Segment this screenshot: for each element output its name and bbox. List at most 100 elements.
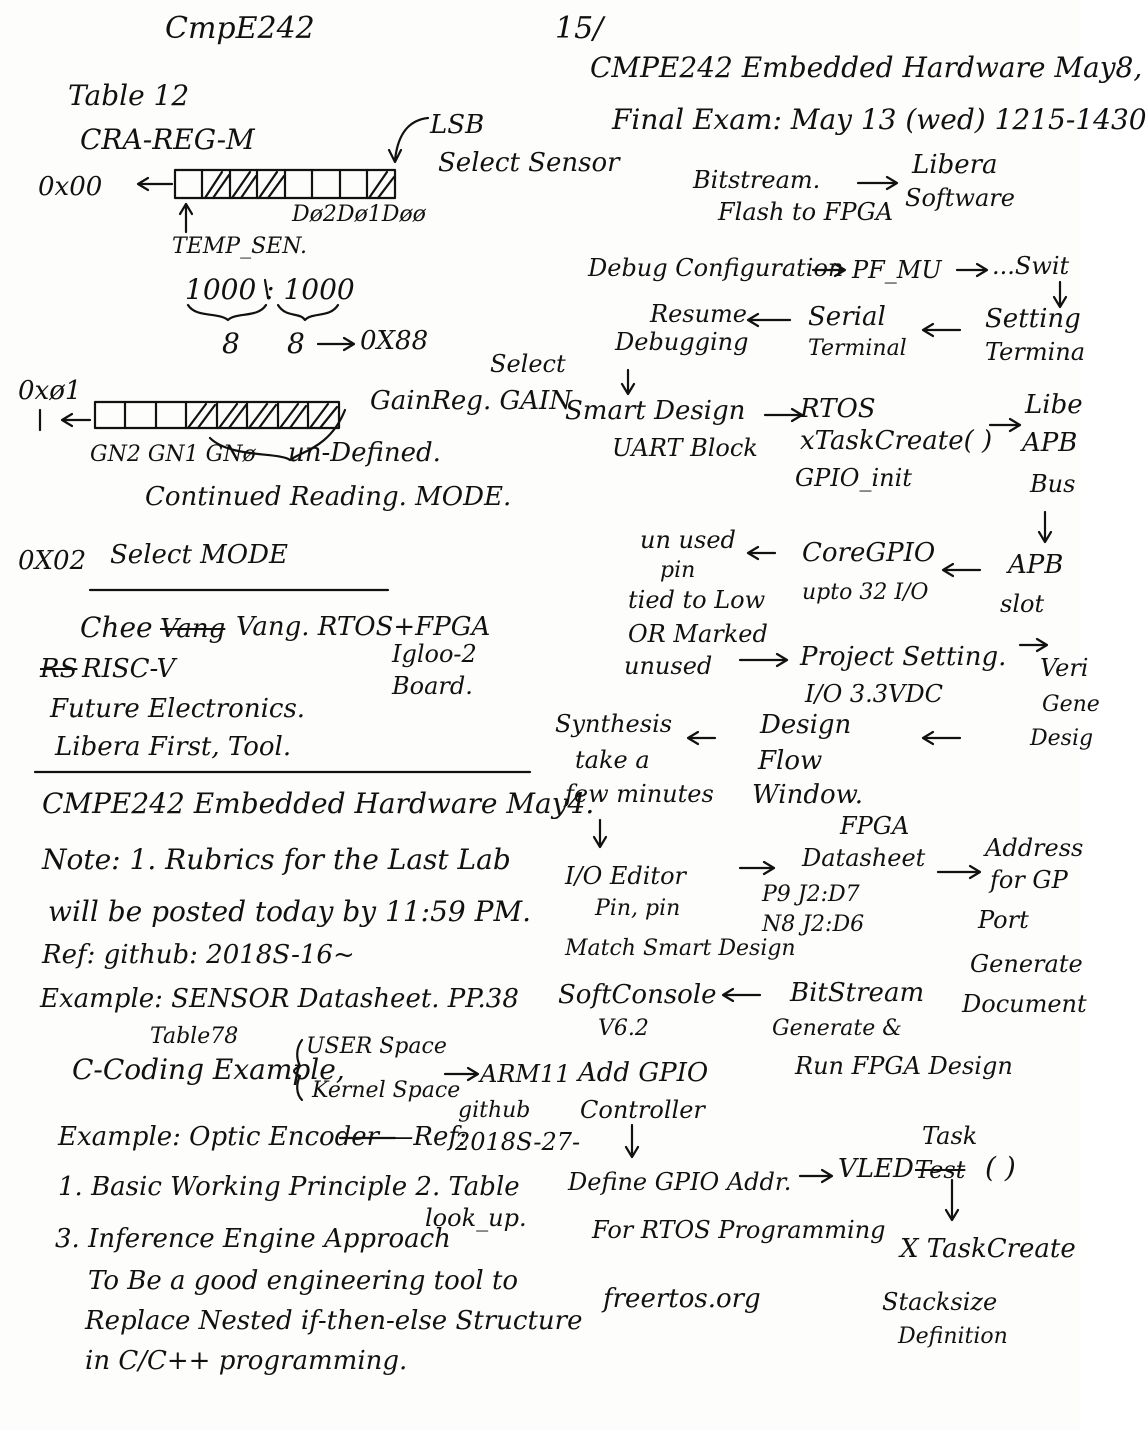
pin-pin-label: Pin, pin [595, 896, 681, 921]
basic-working-line: 1. Basic Working Principle 2. Table [58, 1172, 520, 1202]
or-marked-label: OR Marked [628, 620, 768, 648]
terminal-label: Terminal [808, 336, 907, 361]
generate-label: Generate [970, 950, 1083, 978]
select-label: Select [490, 350, 566, 378]
design-label: Design [760, 710, 852, 740]
io-3v3-label: I/O 3.3VDC [805, 680, 943, 708]
run-fpga-design-label: Run FPGA Design [795, 1052, 1013, 1080]
task-label: Task [922, 1122, 978, 1150]
note-line-1: Note: 1. Rubrics for the Last Lab [42, 843, 511, 876]
c-coding-example: C-Coding Example, [72, 1053, 345, 1086]
final-exam-line: Final Exam: May 13 (wed) 1215-1430 [612, 103, 1147, 136]
chee-name: Chee [80, 611, 153, 644]
libera-label: Libera [912, 150, 998, 180]
few-minutes-label: few minutes [565, 780, 714, 808]
tobe-line: To Be a good engineering tool to [88, 1266, 519, 1296]
port-label: Port [978, 906, 1029, 934]
io-editor-label: I/O Editor [565, 862, 686, 890]
select-mode-label: Select MODE [110, 540, 288, 570]
for-gp-label: for GP [990, 866, 1068, 894]
nibble-low: 8 [287, 327, 305, 360]
gpio-init-label: GPIO_init [795, 464, 912, 492]
flash-to-fpga-label: Flash to FPGA [718, 198, 894, 226]
address-0x01: 0xø1 [18, 376, 82, 406]
igloo-label: Igloo-2 [392, 640, 477, 668]
vang-struck: Vang [160, 614, 226, 644]
bus-label: Bus [1030, 470, 1076, 498]
undefined-label: un-Defined. [288, 438, 441, 468]
title-may8: CMPE242 Embedded Hardware May8, [590, 51, 1143, 84]
definition-label: Definition [898, 1324, 1008, 1349]
software-label: Software [905, 184, 1015, 212]
lsb-label: LSB [430, 110, 485, 140]
vang-rtos-fpga: Vang. RTOS+FPGA [236, 612, 491, 642]
hex-0x88: 0X88 [360, 326, 429, 356]
inference-line: 3. Inference Engine Approach [55, 1224, 451, 1254]
cra-reg-label: CRA-REG-M [80, 123, 255, 156]
debug-configuration-label: Debug Configuration [588, 254, 844, 282]
resume-label: Resume [650, 300, 748, 328]
softconsole-label: SoftConsole [558, 980, 717, 1010]
uart-block-label: UART Block [612, 434, 758, 462]
xtaskcreate-2-label: X TaskCreate [900, 1234, 1076, 1264]
nibble-high: 8 [222, 327, 240, 360]
handwritten-notes-page: CmpE242 15/ Table 12 CRA-REG-M LSB Selec… [18, 11, 1147, 1376]
rs-struck: RS [40, 654, 78, 684]
example-sensor-line: Example: SENSOR Datasheet. PP.38 [40, 984, 519, 1014]
unused-label: un used [640, 526, 736, 554]
ref-github-line: Ref: github: 2018S-16~ [42, 940, 355, 970]
replace-line: Replace Nested if-then-else Structure [85, 1306, 583, 1336]
pin-label: pin [660, 558, 696, 583]
continued-reading-label: Continued Reading. MODE. [145, 482, 512, 512]
user-space-label: USER Space [306, 1034, 447, 1059]
veri-label: Veri [1040, 654, 1089, 682]
title-may4: CMPE242 Embedded Hardware May4. [42, 787, 595, 820]
github-label: github [458, 1098, 531, 1123]
terminal-right-label: Termina [985, 338, 1086, 366]
synthesis-label: Synthesis [555, 710, 673, 738]
project-setting-label: Project Setting. [800, 642, 1007, 672]
look-up-label: look_up. [425, 1204, 527, 1232]
match-smart-design-label: Match Smart Design [565, 936, 796, 961]
setting-label: Setting [985, 304, 1081, 334]
in-cpp-line: in C/C++ programming. [85, 1346, 408, 1376]
arm11-label: ARM11 [480, 1060, 571, 1088]
p9-mapping: P9 J2:D7 [762, 882, 860, 907]
register-box-0x01 [93, 400, 341, 430]
upto-32-io-label: upto 32 I/O [802, 580, 929, 605]
coregpio-label: CoreGPIO [802, 538, 936, 568]
board-label: Board. [392, 672, 473, 700]
binary-value: 1000 : 1000 [185, 273, 355, 306]
test-struck: Test [915, 1156, 966, 1184]
softconsole-version: V6.2 [598, 1016, 649, 1041]
example-optic-line: Example: Optic Encoder —Ref: [58, 1122, 467, 1152]
vled-label: VLED [838, 1154, 914, 1184]
table-12-label: Table 12 [68, 79, 190, 112]
for-rtos-programming-label: For RTOS Programming [592, 1216, 886, 1244]
freertos-org-label: freertos.org [603, 1284, 761, 1314]
rtos-label: RTOS [800, 394, 876, 424]
d-bits-label: Dø2Dø1Døø [292, 202, 426, 227]
switch-label: ...Swit [992, 252, 1070, 280]
add-gpio-label: Add GPIO [578, 1058, 709, 1088]
temp-sen-label: TEMP_SEN. [172, 234, 308, 259]
page-number: 15/ [555, 11, 604, 46]
datasheet-label: Datasheet [802, 844, 926, 872]
desig-label: Desig [1030, 726, 1094, 751]
debugging-label: Debugging [615, 328, 749, 356]
serial-label: Serial [808, 302, 886, 332]
take-a-label: take a [575, 746, 650, 774]
tied-to-low-label: tied to Low [628, 586, 766, 614]
pf-mu-label: PF_MU [852, 256, 942, 284]
bitstream-label: Bitstream. [693, 166, 821, 194]
gain-reg-label: GainReg. GAIN [370, 386, 573, 416]
ink-sketch-layer [33, 116, 1068, 1222]
smart-design-label: Smart Design [565, 396, 746, 426]
register-box-0x00 [173, 168, 397, 200]
libe-label: Libe [1025, 390, 1083, 420]
n8-mapping: N8 J2:D6 [762, 912, 865, 937]
bitstream-2-label: BitStream [790, 978, 925, 1008]
course-tag: CmpE242 [165, 11, 315, 46]
address-0x00: 0x00 [38, 172, 103, 202]
parens-label: ( ) [985, 1151, 1016, 1184]
